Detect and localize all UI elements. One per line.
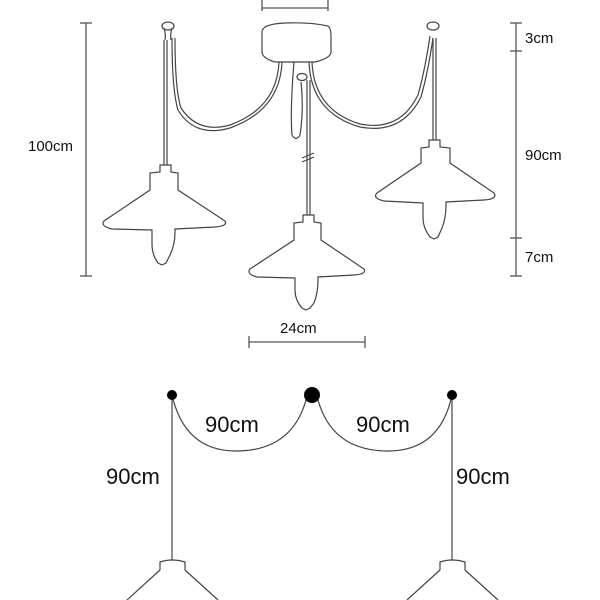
hook-center xyxy=(296,72,308,82)
shade-bottom-right xyxy=(406,559,499,600)
hook-right xyxy=(426,21,440,31)
right-stacked-dimension: 3cm 90cm 7cm xyxy=(510,22,562,277)
canopy-height-label: 3cm xyxy=(525,30,553,47)
cable-break-mark xyxy=(301,152,315,163)
cable-center-loop xyxy=(290,61,303,140)
swag-left-label: 90cm xyxy=(205,412,259,437)
cable-left-swag-inner xyxy=(174,37,280,128)
hook-point-right xyxy=(447,390,457,400)
shade-bottom-left xyxy=(126,559,219,600)
hook-point-left xyxy=(167,390,177,400)
swag-left-curve xyxy=(171,394,307,452)
shade-height-label: 7cm xyxy=(525,249,553,266)
pendant-right xyxy=(374,38,496,240)
hook-left xyxy=(161,21,175,31)
shade-width-label: 24cm xyxy=(280,320,317,337)
cable-left-swag xyxy=(171,37,283,132)
cable-length-label: 90cm xyxy=(525,147,562,164)
shade-width-dimension: 24cm xyxy=(248,320,366,348)
drop-right-label: 90cm xyxy=(456,464,510,489)
cable-right-swag-inner xyxy=(308,37,434,129)
total-height-label: 100cm xyxy=(28,138,73,155)
pendant-left xyxy=(102,40,227,266)
drop-left-label: 90cm xyxy=(106,464,160,489)
pendant-center xyxy=(248,80,366,311)
total-height-dimension: 100cm xyxy=(28,22,92,277)
hook-point-center xyxy=(304,387,320,403)
canopy-width-dimension xyxy=(261,0,329,11)
bottom-view: 90cm 90cm 90cm 90cm xyxy=(106,387,510,600)
swag-right-label: 90cm xyxy=(356,412,410,437)
ceiling-canopy xyxy=(261,22,332,63)
swag-right-curve xyxy=(317,394,453,452)
cable-right-swag xyxy=(311,35,431,126)
top-view: 100cm 3cm 90cm 7cm 24cm xyxy=(28,0,562,348)
